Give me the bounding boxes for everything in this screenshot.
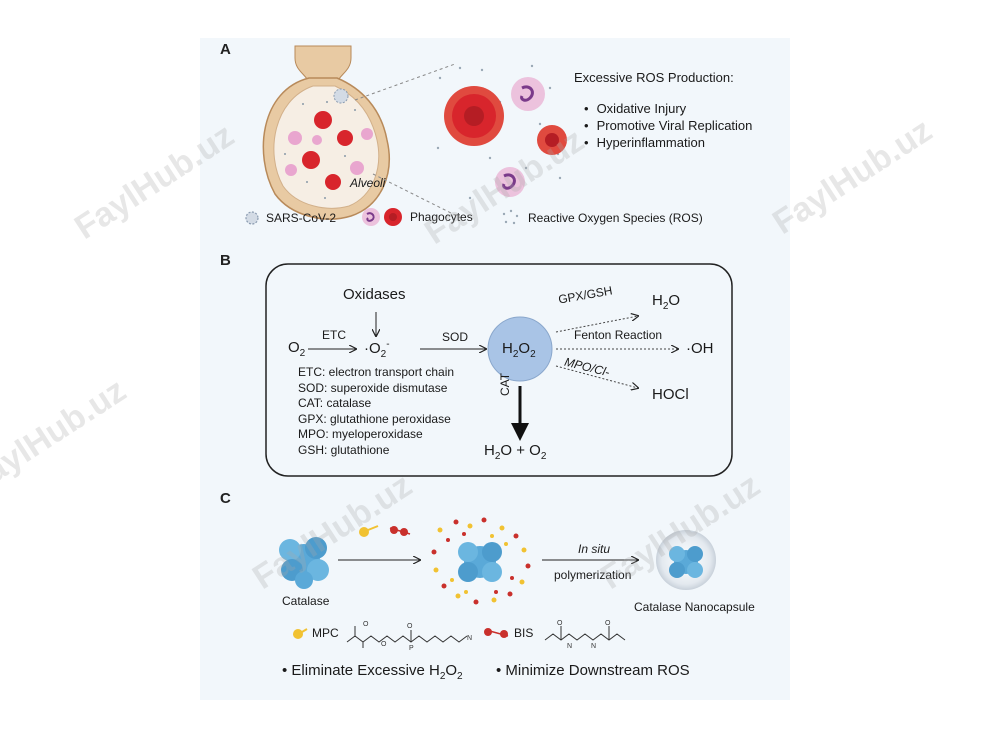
ros-title: Excessive ROS Production:: [574, 70, 734, 85]
polymerization-label: polymerization: [554, 568, 632, 582]
mpc-legend: MPC O O O P N: [290, 616, 485, 650]
nanocapsule-label: Catalase Nanocapsule: [634, 600, 755, 614]
gpx-arrow: [555, 316, 638, 333]
bis-crosslinker-icon: [484, 628, 509, 638]
legend-ros: Reactive Oxygen Species (ROS): [500, 208, 703, 228]
abbreviation-item: CAT: catalase: [298, 396, 372, 410]
phagocyte-cell: [285, 111, 373, 190]
bullet-minimize-ros: • Minimize Downstream ROS: [496, 662, 690, 679]
svg-text:O: O: [407, 623, 413, 630]
bis-legend: BIS O O N N: [482, 616, 633, 650]
svg-text:O: O: [557, 620, 563, 627]
mpc-monomer-icon: [293, 628, 308, 639]
svg-text:O: O: [605, 620, 611, 627]
legend-virus: SARS-CoV-2: [242, 208, 336, 228]
svg-text:N: N: [467, 635, 472, 642]
nanocapsule-synthesis: [279, 517, 716, 605]
effect-item: Hyperinflammation: [584, 134, 752, 151]
fenton-label: Fenton Reaction: [574, 328, 663, 342]
pathway-box: [265, 263, 733, 477]
svg-text:N: N: [591, 643, 596, 650]
zoomed-cells: [436, 64, 567, 200]
h2o2-label: H2O2: [502, 340, 536, 360]
superoxide-label: ·O2-: [364, 339, 390, 360]
virus-icon: [333, 88, 349, 104]
virus-icon: [245, 211, 259, 225]
alveoli-illustration: [262, 45, 466, 221]
catalase-with-monomers: [431, 517, 531, 605]
abbreviation-item: ETC: electron transport chain: [298, 365, 455, 379]
sod-label: SOD: [442, 330, 469, 344]
ros-dots-icon: [502, 209, 519, 225]
catalase-protein: [279, 537, 329, 589]
mpc-structure: O O O P N: [346, 621, 472, 650]
cat-label: CAT: [498, 372, 512, 396]
ros-effects-list: Oxidative Injury Promotive Viral Replica…: [584, 100, 753, 151]
bis-structure: O O N N: [545, 620, 626, 650]
abbreviation-item: GSH: glutathione: [298, 442, 390, 457]
o2-label: O2: [288, 339, 306, 359]
abbreviation-item: MPO: myeloperoxidase: [298, 427, 423, 441]
bullet-eliminate-h2o2: • Eliminate Excessive H2O2: [282, 662, 463, 682]
h2o2-node: [487, 316, 553, 382]
panel-b-label: B: [220, 252, 231, 269]
hocl-product: HOCl: [652, 386, 689, 403]
svg-text:P: P: [409, 645, 414, 650]
phagocyte-icon: [362, 208, 402, 226]
svg-text:O: O: [363, 621, 369, 628]
oh-product: ·OH: [686, 340, 714, 357]
catalase-nanocapsule: [656, 530, 716, 590]
alveoli-label: Alveoli: [350, 176, 386, 190]
mpc-monomer-icon: [359, 527, 369, 537]
abbreviation-item: GPX: glutathione peroxidase: [298, 411, 451, 426]
effect-item: Oxidative Injury: [584, 100, 752, 117]
watermark: FaylHub.uz: [0, 371, 133, 502]
abbreviation-item: SOD: superoxide dismutase: [298, 380, 448, 395]
effect-item: Promotive Viral Replication: [584, 117, 753, 134]
in-situ-label: In situ: [578, 542, 611, 556]
panel-c-label: C: [220, 490, 231, 507]
panel-a-label: A: [220, 41, 231, 58]
ros-pathway-diagram: [265, 263, 733, 477]
oxidases-label: Oxidases: [343, 286, 406, 303]
abbreviation-list: ETC: electron transport chain SOD: super…: [298, 365, 454, 458]
catalase-label: Catalase: [282, 594, 330, 608]
h2o-o2-product: H2O + O2: [484, 442, 547, 462]
svg-text:N: N: [567, 643, 572, 650]
legend-phagocytes: Phagocytes: [360, 206, 473, 228]
etc-label: ETC: [322, 328, 346, 342]
watermark: FaylHub.uz: [766, 111, 939, 242]
figure: A Alveoli: [200, 38, 790, 700]
svg-text:O: O: [381, 641, 387, 648]
h2o-product: H2O: [652, 292, 681, 312]
